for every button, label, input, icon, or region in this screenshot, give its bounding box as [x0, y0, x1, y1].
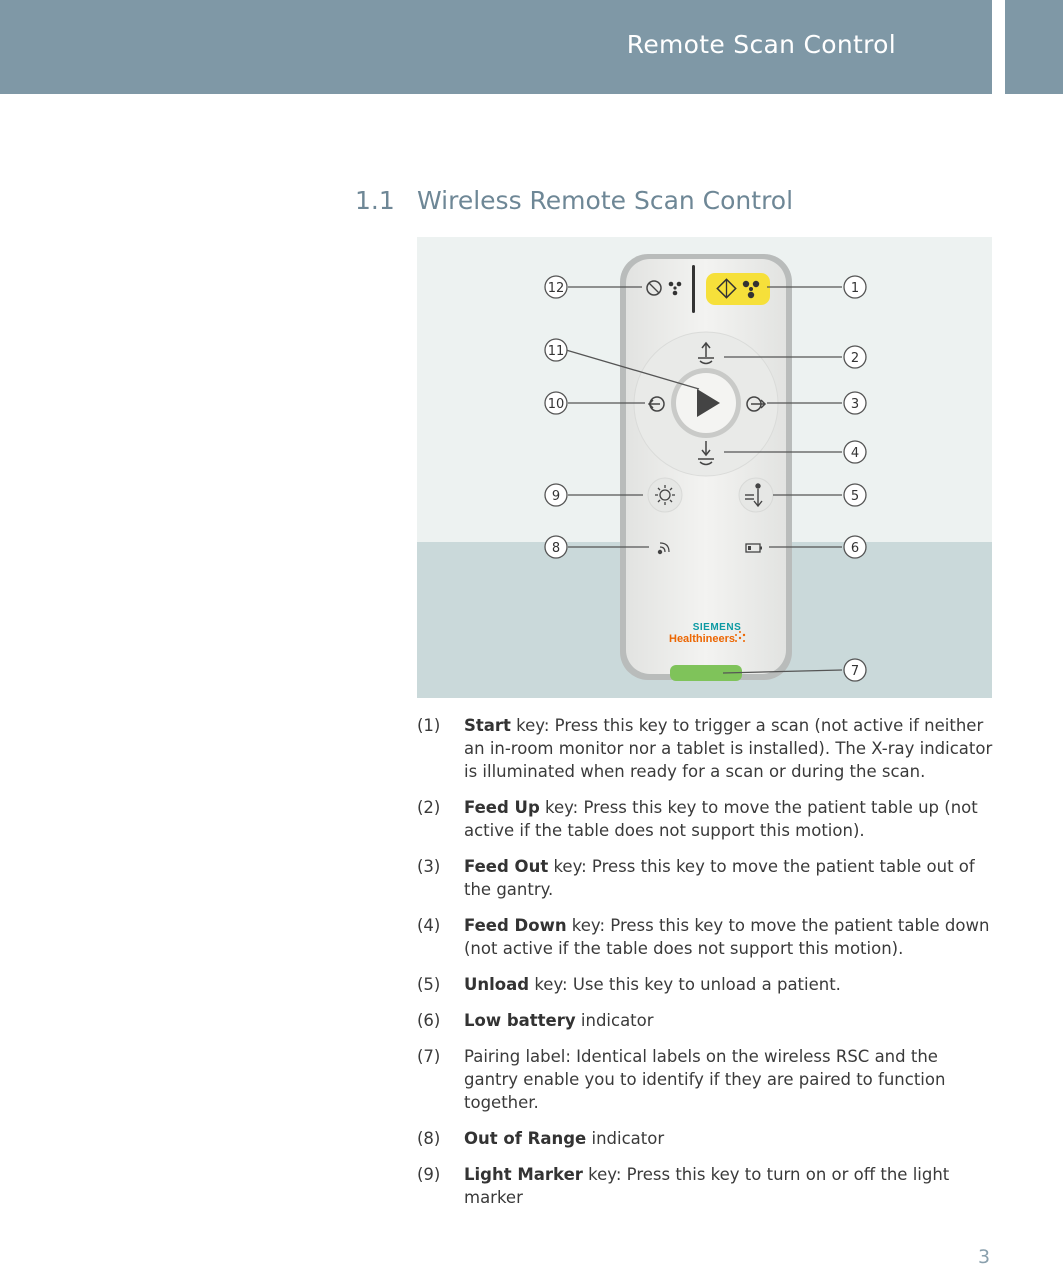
item-number: (9) [417, 1165, 441, 1184]
callout-label: 1 [851, 281, 859, 296]
item-text: indicator [586, 1129, 665, 1148]
item-text: key: Press this key to move the patient … [464, 916, 990, 958]
item-term: Feed Out [464, 857, 549, 876]
start-key [706, 273, 770, 305]
item-text: key: Press this key to move the patient … [464, 798, 978, 840]
callout-9: 9 [544, 483, 568, 507]
item-text: Pairing label: Identical labels on the w… [464, 1047, 946, 1112]
callout-1: 1 [843, 275, 867, 299]
callout-8: 8 [544, 535, 568, 559]
item-number: (1) [417, 716, 441, 735]
list-item: (5) Unload key: Use this key to unload a … [417, 973, 997, 996]
item-number: (3) [417, 857, 441, 876]
light-marker-icon [655, 485, 675, 505]
section-number: 1.1 [355, 186, 395, 215]
out-of-range-icon [657, 542, 670, 555]
callout-2: 2 [843, 345, 867, 369]
list-item: (8) Out of Range indicator [417, 1127, 997, 1150]
play-icon [697, 389, 720, 417]
stop-icon [646, 280, 662, 296]
list-item: (1) Start key: Press this key to trigger … [417, 714, 997, 783]
light-marker-key [647, 477, 683, 513]
remote-control-figure: SIEMENS Healthineers 12 [417, 237, 992, 698]
item-text: key: Use this key to unload a patient. [529, 975, 841, 994]
item-number: (4) [417, 916, 441, 935]
page-number: 3 [978, 1246, 991, 1268]
list-item: (6) Low battery indicator [417, 1009, 997, 1032]
item-text: key: Press this key to turn on or off th… [464, 1165, 950, 1207]
item-term: Feed Up [464, 798, 540, 817]
item-term: Unload [464, 975, 530, 994]
callout-4: 4 [843, 440, 867, 464]
header-tab [1005, 0, 1063, 94]
list-item: (9) Light Marker key: Press this key to t… [417, 1163, 997, 1209]
feed-out-icon [746, 396, 767, 412]
feed-down-icon [698, 441, 714, 466]
logo-healthineers: Healthineers [669, 633, 735, 645]
radiation-icon-small [668, 281, 682, 296]
low-battery-icon [745, 543, 762, 553]
item-text: key: Press this key to trigger a scan (n… [464, 716, 993, 781]
logo-siemens: SIEMENS [693, 622, 742, 633]
callout-lines [565, 286, 843, 674]
unload-icon [745, 483, 763, 508]
callout-12: 12 [544, 275, 568, 299]
item-term: Feed Down [464, 916, 567, 935]
list-item: (3) Feed Out key: Press this key to move … [417, 855, 997, 901]
item-number: (6) [417, 1011, 441, 1030]
list-item: (4) Feed Down key: Press this key to move… [417, 914, 997, 960]
callout-label: 7 [851, 664, 859, 679]
callout-label: 9 [552, 489, 560, 504]
callout-5: 5 [843, 483, 867, 507]
item-text: key: Press this key to move the patient … [464, 857, 975, 899]
item-term: Out of Range [464, 1129, 587, 1148]
callout-label: 4 [851, 446, 859, 461]
callout-10: 10 [544, 391, 568, 415]
item-text: indicator [575, 1011, 654, 1030]
feed-up-icon [698, 341, 714, 365]
callout-label: 2 [851, 351, 859, 366]
callout-label: 12 [548, 281, 565, 296]
header-bar: Remote Scan Control [0, 0, 992, 94]
section-title: Wireless Remote Scan Control [417, 186, 794, 215]
callout-7: 7 [843, 658, 867, 682]
callout-label: 10 [548, 397, 565, 412]
item-number: (7) [417, 1047, 441, 1066]
callout-label: 3 [851, 397, 859, 412]
callout-11: 11 [544, 338, 568, 362]
callout-label: 5 [851, 489, 859, 504]
callout-label: 8 [552, 541, 560, 556]
feed-in-icon [647, 396, 665, 412]
radiation-icon [742, 280, 760, 299]
logo-dots-icon [735, 631, 746, 642]
unload-key [738, 477, 774, 513]
divider [692, 265, 695, 313]
item-number: (5) [417, 975, 441, 994]
list-item: (7) Pairing label: Identical labels on th… [417, 1045, 997, 1114]
pairing-label [670, 665, 742, 681]
callout-label: 11 [548, 344, 565, 359]
legend-list: (1) Start key: Press this key to trigger … [417, 714, 997, 1222]
callout-3: 3 [843, 391, 867, 415]
item-number: (2) [417, 798, 441, 817]
item-number: (8) [417, 1129, 441, 1148]
item-term: Low battery [464, 1011, 576, 1030]
callout-label: 6 [851, 541, 859, 556]
list-item: (2) Feed Up key: Press this key to move t… [417, 796, 997, 842]
start-diamond-icon [716, 278, 737, 299]
item-term: Start [464, 716, 511, 735]
item-term: Light Marker [464, 1165, 583, 1184]
header-title: Remote Scan Control [626, 30, 896, 59]
callout-6: 6 [843, 535, 867, 559]
